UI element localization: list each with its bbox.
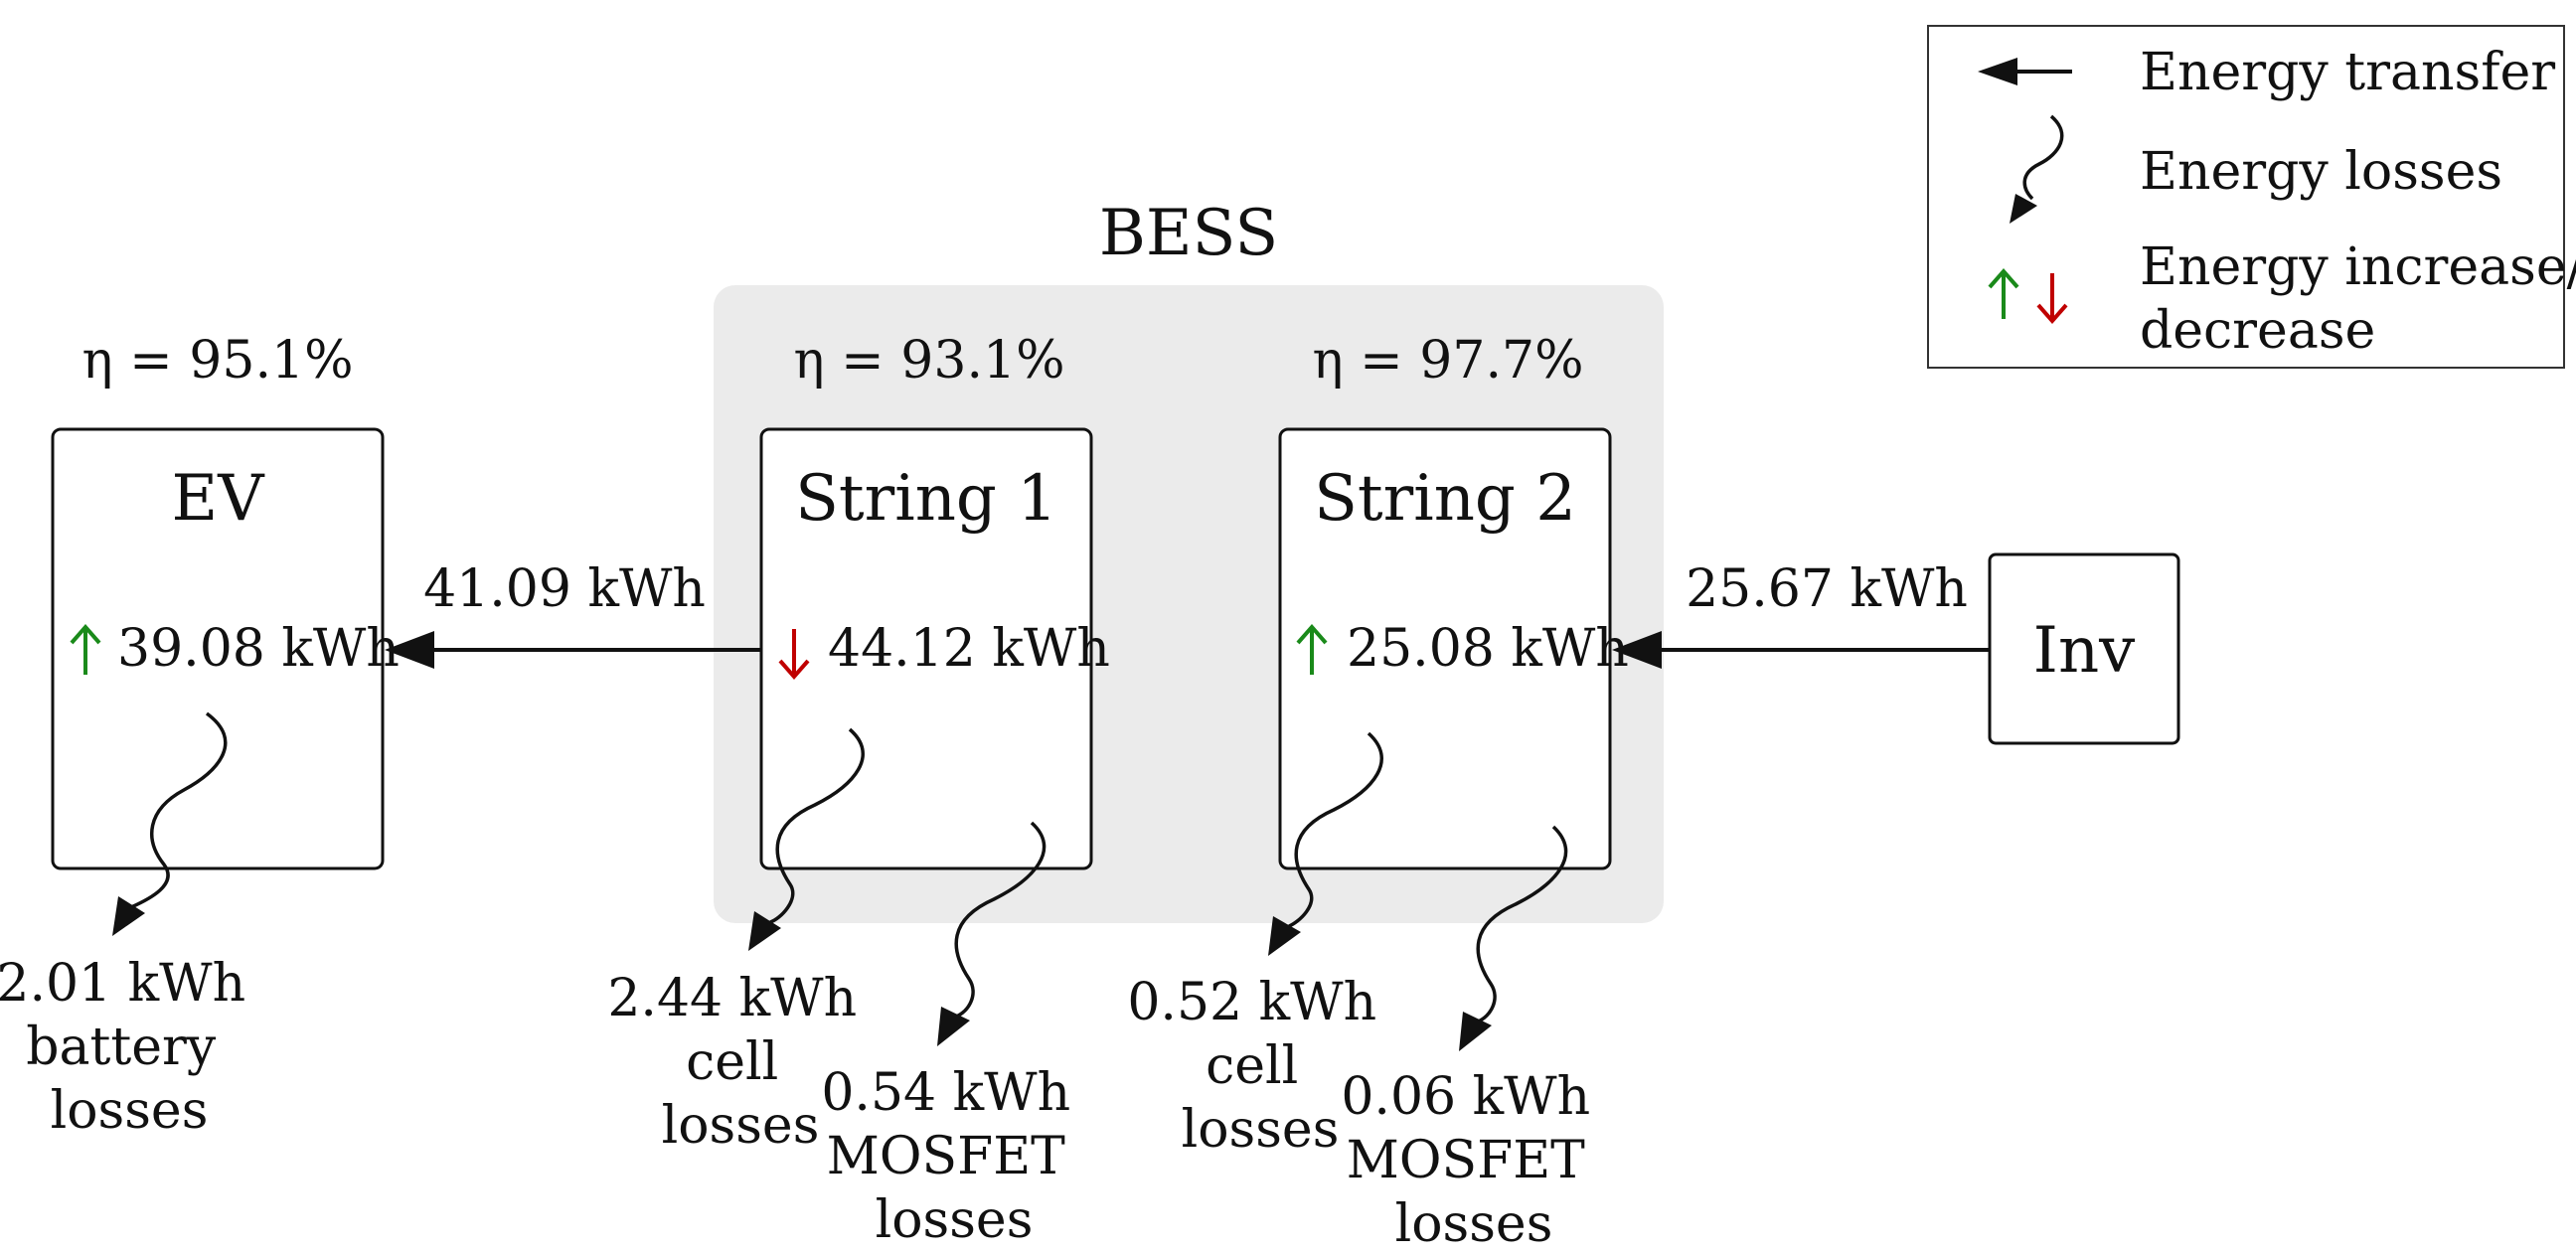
ev-title: EV	[172, 462, 266, 536]
string2-cell-loss-label: 0.52 kWh cell losses	[1127, 973, 1392, 1160]
flow-label-string1-ev: 41.09 kWh	[423, 559, 706, 619]
transfer-arrowhead-string2	[1612, 631, 1662, 669]
string2-mosfet-loss-label: 0.06 kWh MOSFET losses	[1341, 1067, 1606, 1254]
legend-transfer-arrowhead	[1978, 58, 2017, 85]
string1-energy: 44.12 kWh	[828, 619, 1110, 679]
loss-arrow-string1-cell	[748, 727, 865, 951]
arrow-up-icon	[70, 623, 101, 675]
ev-efficiency: η = 95.1%	[82, 331, 354, 391]
ev-box	[51, 427, 385, 870]
string1-mosfet-loss-label: 0.54 kWh MOSFET losses	[821, 1063, 1086, 1250]
loss-arrow-string1-mosfet	[937, 821, 1046, 1046]
legend-losses-label: Energy losses	[2140, 142, 2502, 202]
string2-box	[1278, 427, 1612, 870]
string2-title: String 2	[1314, 462, 1576, 536]
arrow-up-icon	[1296, 623, 1328, 675]
arrow-down-icon	[2036, 273, 2068, 325]
string1-efficiency: η = 93.1%	[794, 331, 1065, 391]
inv-title: Inv	[2033, 614, 2136, 688]
transfer-arrowhead-ev	[385, 631, 434, 669]
arrow-down-icon	[778, 629, 810, 681]
loss-arrow-ev	[112, 711, 228, 936]
legend-box	[1927, 25, 2565, 369]
string1-title: String 1	[795, 462, 1057, 536]
arrow-up-icon	[1988, 267, 2019, 319]
legend-transfer-label: Energy transfer	[2140, 43, 2555, 102]
flow-label-inv-string2: 25.67 kWh	[1686, 559, 1968, 619]
loss-arrow-string2-mosfet	[1459, 825, 1568, 1051]
bess-label: BESS	[1099, 197, 1278, 270]
legend-change-label: Energy increase/ decrease	[2140, 237, 2576, 361]
string2-energy: 25.08 kWh	[1347, 619, 1629, 679]
string2-efficiency: η = 97.7%	[1313, 331, 1584, 391]
legend-losses-icon	[2010, 114, 2064, 224]
loss-arrow-string2-cell	[1268, 731, 1383, 956]
legend: Energy transfer Energy losses Energy inc…	[1927, 25, 2576, 369]
string1-cell-loss-label: 2.44 kWh cell losses	[607, 969, 873, 1156]
ev-energy: 39.08 kWh	[117, 619, 400, 679]
ev-loss-label: 2.01 kWh battery losses	[0, 954, 262, 1141]
